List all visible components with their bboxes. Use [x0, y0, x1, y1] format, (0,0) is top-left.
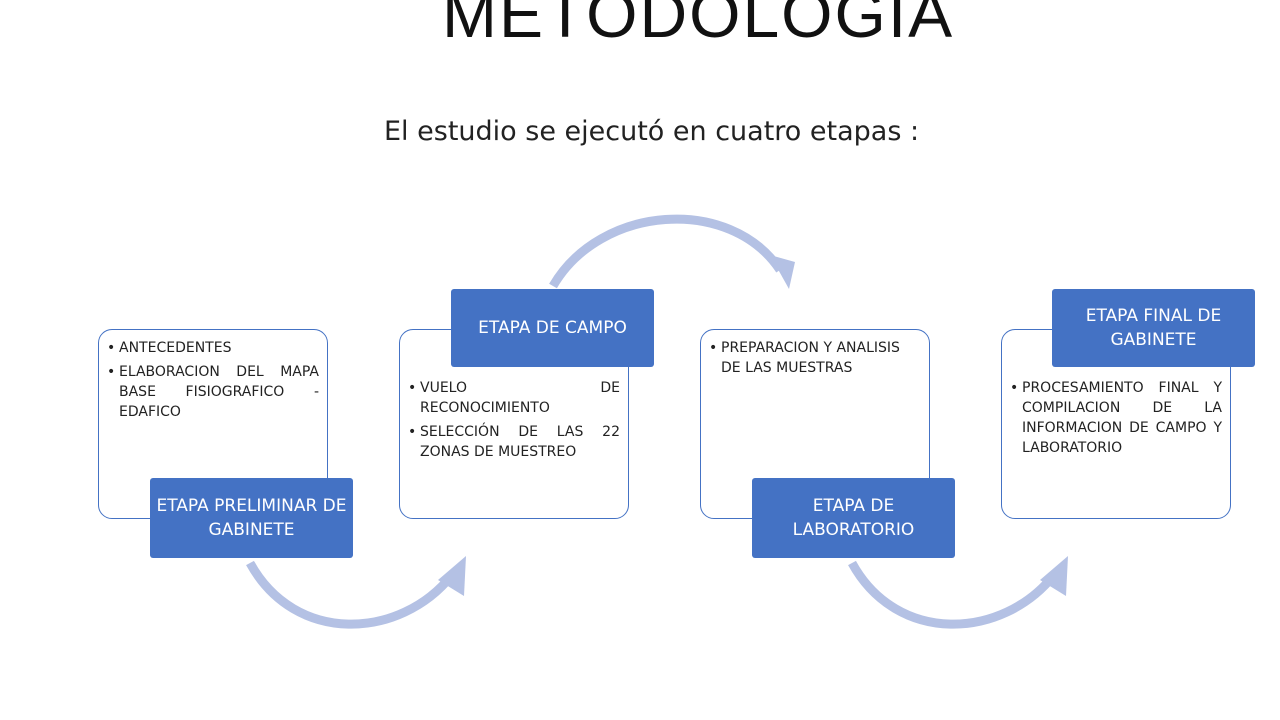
flow-arrow-2	[549, 214, 784, 289]
stage-4-label: ETAPA FINAL DE GABINETE	[1052, 289, 1255, 367]
stage-3-item-1: PREPARACION Y ANALISIS DE LAS MUESTRAS	[709, 338, 921, 378]
flow-arrowhead-2	[770, 255, 795, 289]
stage-4-item-1: PROCESAMIENTO FINAL Y COMPILACION DE LA …	[1010, 378, 1222, 458]
stage-1-item-2: ELABORACION DEL MAPA BASE FISIOGRAFICO -…	[107, 362, 319, 422]
stage-2-item-1: VUELO DE RECONOCIMIENTO	[408, 378, 620, 418]
stage-2-item-2: SELECCIÓN DE LAS 22 ZONAS DE MUESTREO	[408, 422, 620, 462]
stage-2-label: ETAPA DE CAMPO	[451, 289, 654, 367]
flow-arrowhead-1	[438, 556, 466, 596]
stage-1-item-1: ANTECEDENTES	[107, 338, 319, 358]
slide-title: METODOLOGIA	[442, 0, 955, 51]
flow-arrow-3	[848, 560, 1058, 629]
stage-1-label: ETAPA PRELIMINAR DE GABINETE	[150, 478, 353, 558]
stage-3-label: ETAPA DE LABORATORIO	[752, 478, 955, 558]
stage-1-details: ANTECEDENTES ELABORACION DEL MAPA BASE F…	[98, 329, 328, 519]
slide-subtitle: El estudio se ejecutó en cuatro etapas :	[384, 116, 920, 147]
flow-arrowhead-3	[1040, 556, 1068, 596]
flow-arrow-1	[246, 560, 456, 629]
